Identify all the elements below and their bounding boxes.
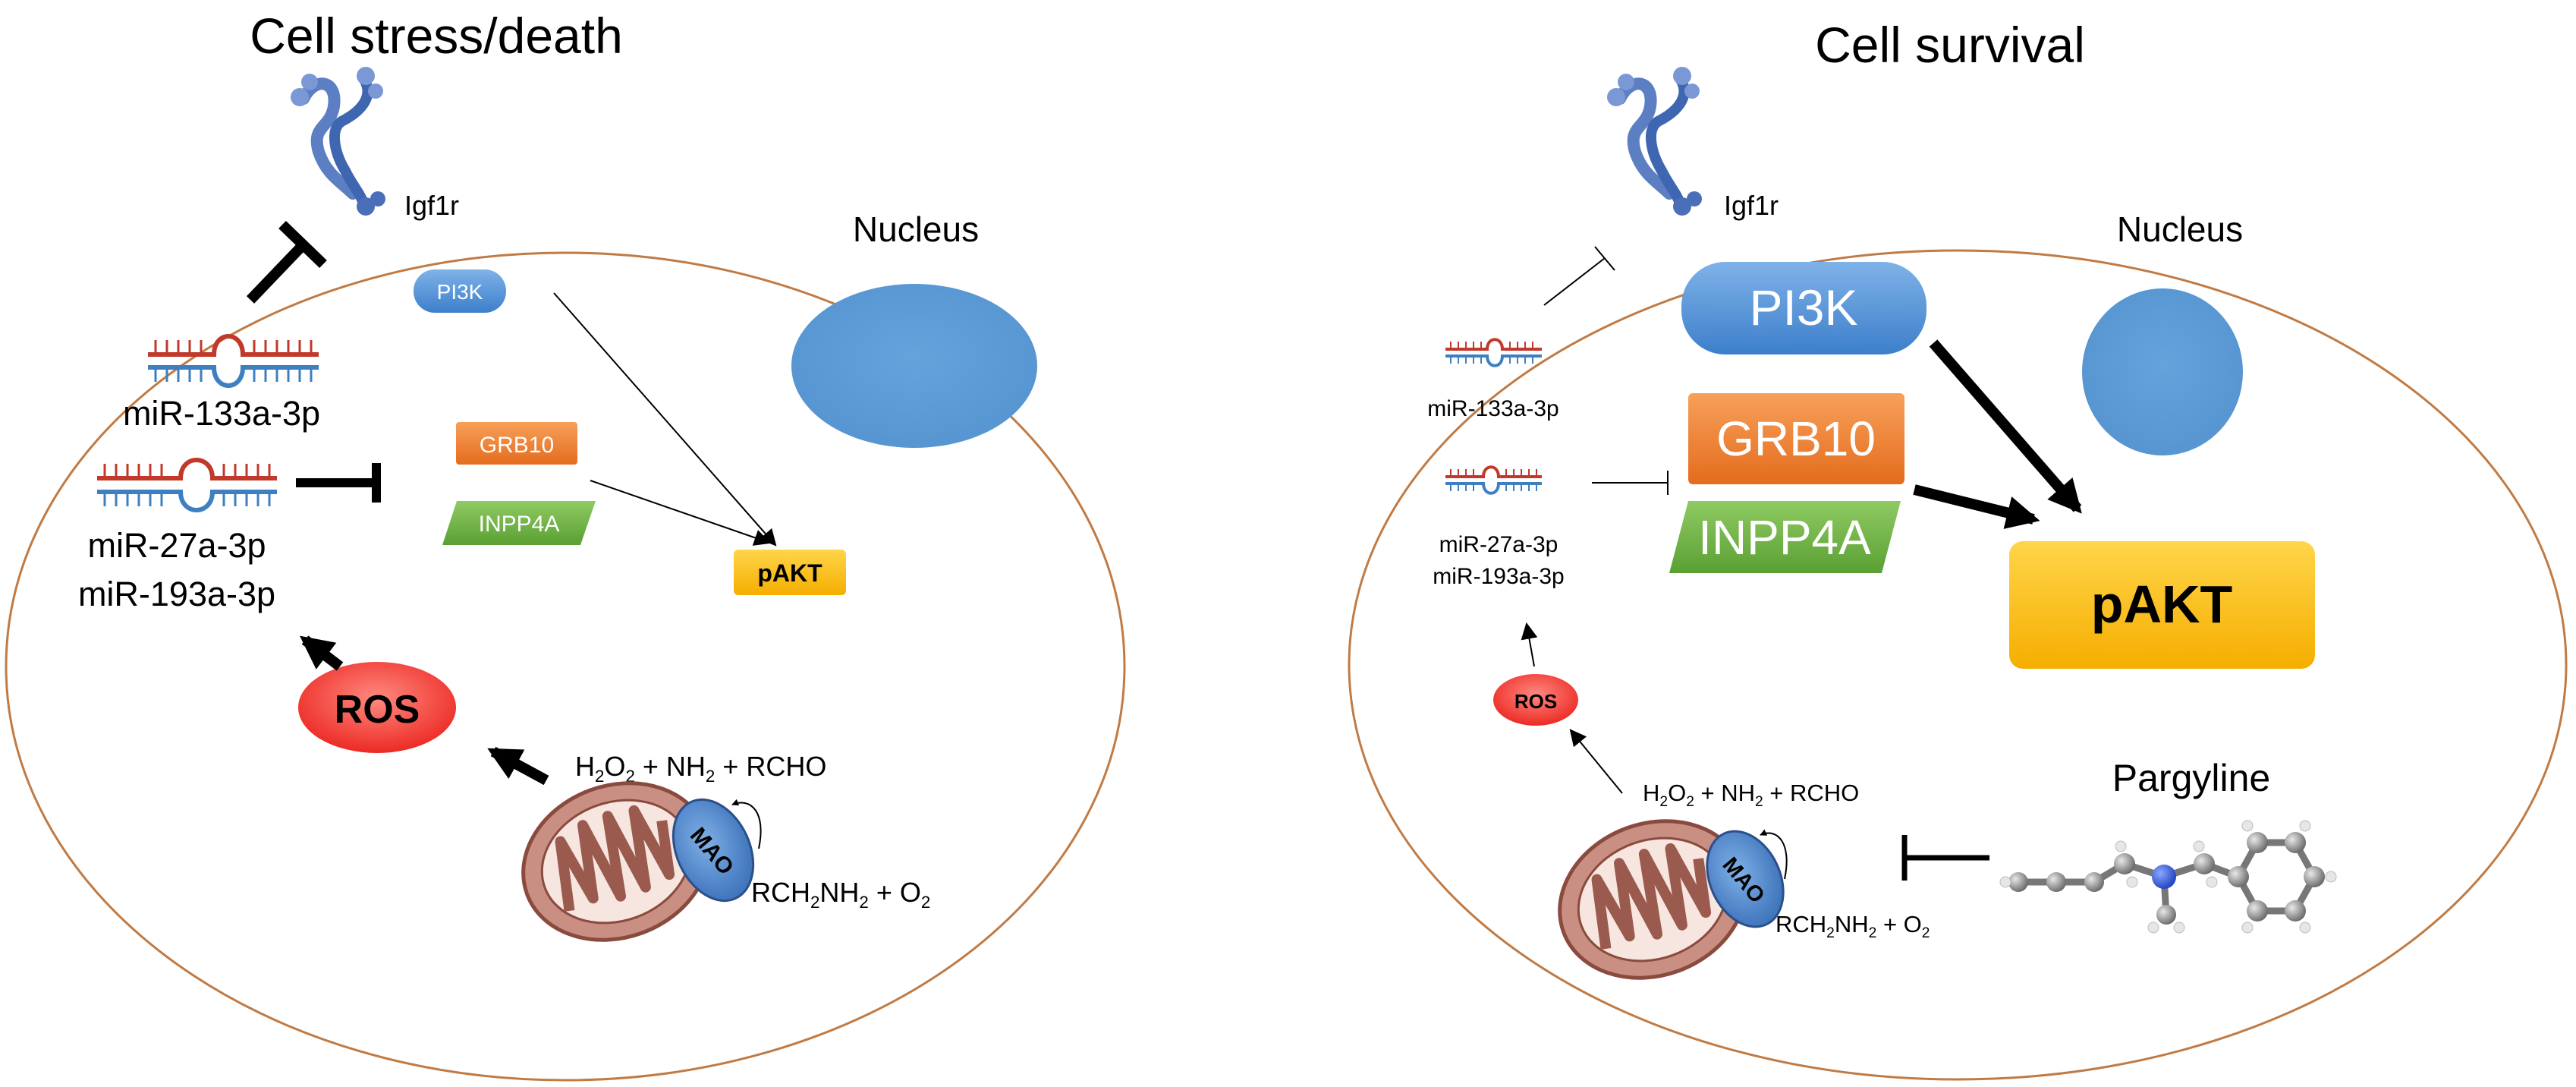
right-mao-to-ros-arrow: [1569, 729, 1623, 794]
right-mir-193a-label: miR-193a-3p: [1433, 564, 1564, 589]
left-pi3k-label: PI3K: [437, 280, 483, 304]
left-nucleus: [791, 284, 1037, 448]
left-substrate-equation: RCH2NH2 + O2: [751, 877, 930, 912]
right-inpp4a-node: INPP4A: [1669, 501, 1901, 573]
left-grb10-node: GRB10: [456, 422, 577, 465]
left-mao-to-ros-arrow: [487, 746, 549, 786]
right-ros-node: ROS: [1493, 674, 1578, 726]
left-mir-133a-label: miR-133a-3p: [123, 394, 320, 433]
right-pargyline-label: Pargyline: [2112, 757, 2270, 799]
left-igf1r-receptor-icon: [291, 67, 385, 216]
left-pakt-label: pAKT: [757, 559, 822, 587]
right-pi3k-node: PI3K: [1681, 262, 1926, 354]
right-mir-27a-label: miR-27a-3p: [1439, 532, 1558, 557]
right-mir-133a-label: miR-133a-3p: [1427, 396, 1558, 421]
left-ros-label: ROS: [335, 688, 420, 732]
left-grb10-label: GRB10: [480, 433, 554, 458]
right-products-equation: H2O2 + NH2 + RCHO: [1643, 780, 1859, 810]
left-cell-membrane: [5, 251, 1126, 1082]
left-mir133-inhibits-igf1r-bar: [278, 220, 327, 269]
right-substrate-equation: RCH2NH2 + O2: [1776, 911, 1930, 941]
right-mao-reaction-arrow: [1760, 829, 1788, 880]
right-pargyline-molecule-icon: [1999, 820, 2337, 934]
left-inpp4a-node: INPP4A: [442, 501, 596, 545]
left-mir-193a-label: miR-193a-3p: [78, 575, 275, 613]
left-pakt-node: pAKT: [734, 550, 846, 595]
left-mir-27a-label: miR-27a-3p: [87, 526, 266, 565]
left-products-equation: H2O2 + NH2 + RCHO: [575, 751, 826, 786]
left-mir133-inhibits-igf1r-line: [246, 241, 308, 304]
right-panel: Cell survival Nucleus Igf1r PI3K GRB10 I…: [1348, 17, 2568, 1081]
right-ros-label: ROS: [1514, 690, 1557, 713]
right-mirna-duplex-icon-bottom: [1445, 465, 1542, 495]
right-mirna-duplex-icon-top: [1445, 338, 1542, 367]
left-mao-reaction-arrow: [731, 799, 762, 849]
right-igf1r-receptor-icon: [1607, 67, 1702, 216]
left-ros-node: ROS: [298, 662, 456, 753]
right-pi3k-label: PI3K: [1749, 279, 1857, 336]
right-grb10-to-pakt-arrow: [1913, 484, 2040, 529]
right-mir133-inhibits-igf1r-line: [1543, 257, 1606, 306]
right-receptor-label: Igf1r: [1724, 190, 1779, 221]
left-ros-to-mirna-arrow: [299, 635, 344, 671]
right-ros-to-mirna-arrow: [1521, 622, 1538, 667]
left-panel-title: Cell stress/death: [250, 8, 623, 64]
left-inpp4a-label: INPP4A: [479, 512, 560, 537]
right-grb10-label: GRB10: [1716, 411, 1876, 466]
right-grb10-node: GRB10: [1688, 393, 1904, 484]
right-mao-node: MAO: [1706, 830, 1785, 928]
right-pi3k-to-pakt-arrow: [1929, 339, 2082, 514]
left-grb10-to-pakt-arrow: [590, 480, 772, 546]
left-pi3k-node: PI3K: [414, 269, 506, 313]
left-pi3k-to-pakt-arrow: [553, 292, 777, 547]
right-cell-membrane: [1348, 249, 2568, 1081]
left-panel: Cell stress/death Nucleus Igf1r PI3K GRB…: [5, 8, 1126, 1082]
right-pakt-node: pAKT: [2009, 541, 2315, 669]
right-mir133-inhibits-igf1r-bar: [1594, 246, 1615, 271]
left-mirna-duplex-icon-bottom: [97, 458, 277, 512]
right-inpp4a-label: INPP4A: [1698, 510, 1871, 565]
right-nucleus: [2082, 288, 2243, 455]
right-nucleus-label: Nucleus: [2117, 210, 2243, 249]
left-mirna-duplex-icon-top: [148, 334, 319, 388]
left-mao-node: MAO: [672, 798, 755, 903]
right-pakt-label: pAKT: [2091, 575, 2233, 634]
left-nucleus-label: Nucleus: [853, 210, 979, 249]
right-panel-title: Cell survival: [1815, 17, 2085, 73]
left-receptor-label: Igf1r: [404, 190, 459, 221]
